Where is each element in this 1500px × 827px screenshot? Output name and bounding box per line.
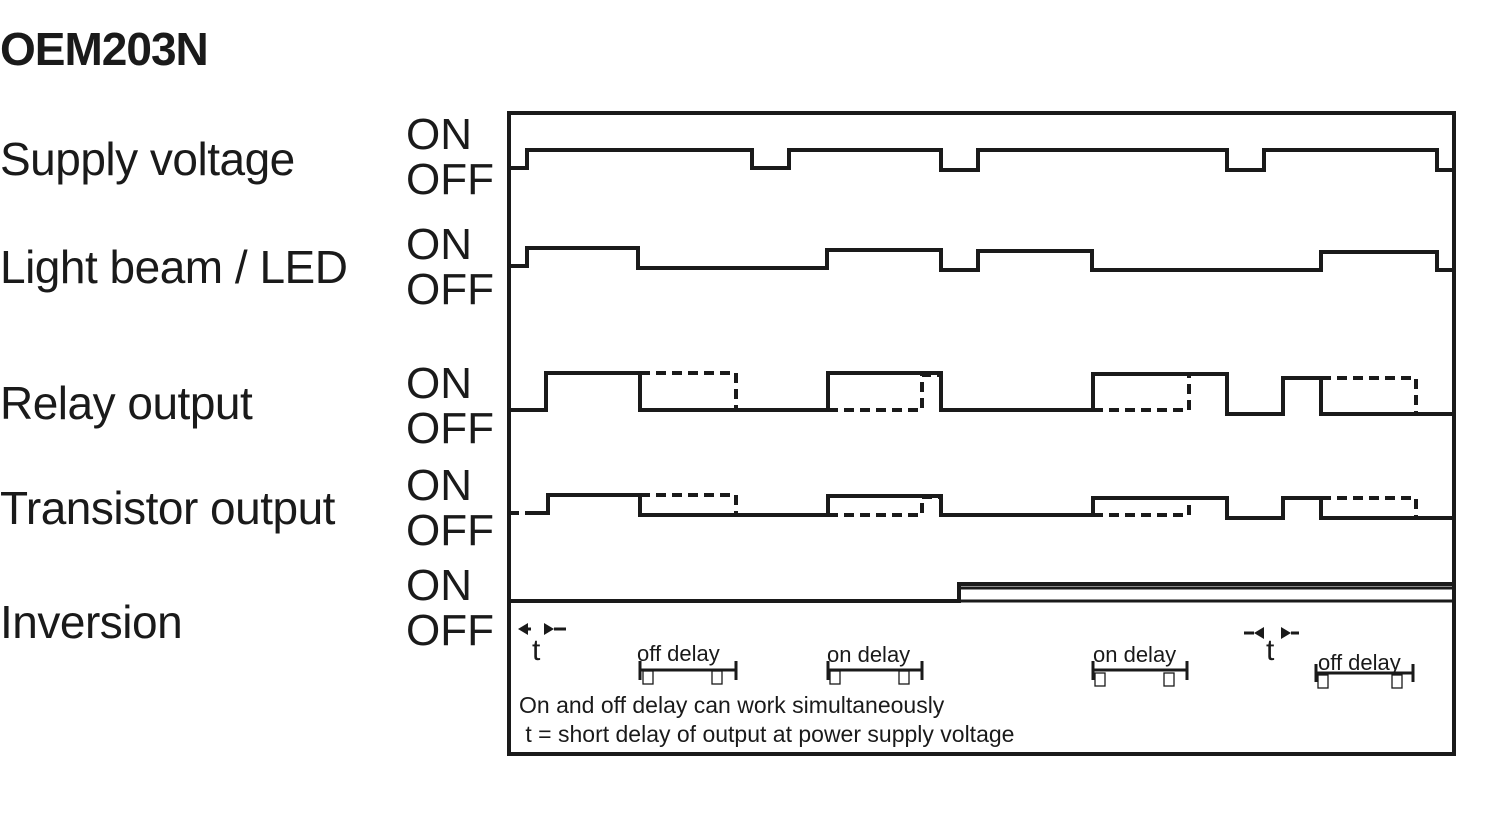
t-arrow-1-left — [518, 623, 528, 635]
signal-label-inversion: Inversion — [0, 596, 183, 648]
bracket-off-delay-1 — [638, 661, 738, 680]
onoff-inversion: ON OFF — [406, 563, 494, 653]
bracket-on-delay-1 — [826, 661, 924, 680]
off-delay-label-1: off delay — [637, 641, 720, 666]
off-label: OFF — [406, 155, 494, 204]
on-label: ON — [406, 359, 472, 408]
waveform-relay-delay — [640, 371, 1418, 414]
bracket-on-delay-2 — [1091, 661, 1189, 680]
waveform-transistor-delay — [509, 493, 1418, 518]
off-label: OFF — [406, 606, 494, 655]
waveform-supply — [509, 148, 1454, 172]
signal-label-light: Light beam / LED — [0, 241, 348, 293]
on-label: ON — [406, 220, 472, 269]
delay-brackets — [638, 661, 1415, 682]
on-label: ON — [406, 110, 472, 159]
on-delay-label-2: on delay — [1093, 642, 1176, 667]
diagram-title: OEM203N — [0, 23, 209, 75]
bracket-boxes — [642, 670, 1403, 689]
note-line-1: On and off delay can work simultaneously — [519, 692, 945, 718]
onoff-transistor: ON OFF — [406, 463, 494, 553]
off-delay-label-2: off delay — [1318, 650, 1401, 675]
signal-label-relay: Relay output — [0, 377, 253, 429]
onoff-relay: ON OFF — [406, 361, 494, 451]
on-label: ON — [406, 461, 472, 510]
waveform-transistor — [527, 493, 1454, 520]
on-label: ON — [406, 561, 472, 610]
t-label-2: t — [1266, 634, 1275, 667]
waveform-relay — [509, 371, 1454, 416]
t-arrow-1-right — [544, 623, 554, 635]
t-arrow-2-left — [1254, 627, 1264, 639]
note-line-2: t = short delay of output at power suppl… — [519, 721, 1014, 747]
onoff-supply: ON OFF — [406, 112, 494, 202]
off-label: OFF — [406, 506, 494, 555]
onoff-light: ON OFF — [406, 222, 494, 312]
bracket-off-delay-2 — [1314, 664, 1415, 682]
signal-label-transistor: Transistor output — [0, 482, 335, 534]
waveform-light — [509, 246, 1454, 272]
t-arrow-2-right — [1281, 627, 1291, 639]
t-marker-arrows — [518, 623, 1299, 639]
off-label: OFF — [406, 404, 494, 453]
diagram-frame — [507, 111, 1456, 756]
t-label-1: t — [532, 634, 541, 667]
on-delay-label-1: on delay — [827, 642, 910, 667]
signal-label-supply: Supply voltage — [0, 133, 295, 185]
off-label: OFF — [406, 265, 494, 314]
